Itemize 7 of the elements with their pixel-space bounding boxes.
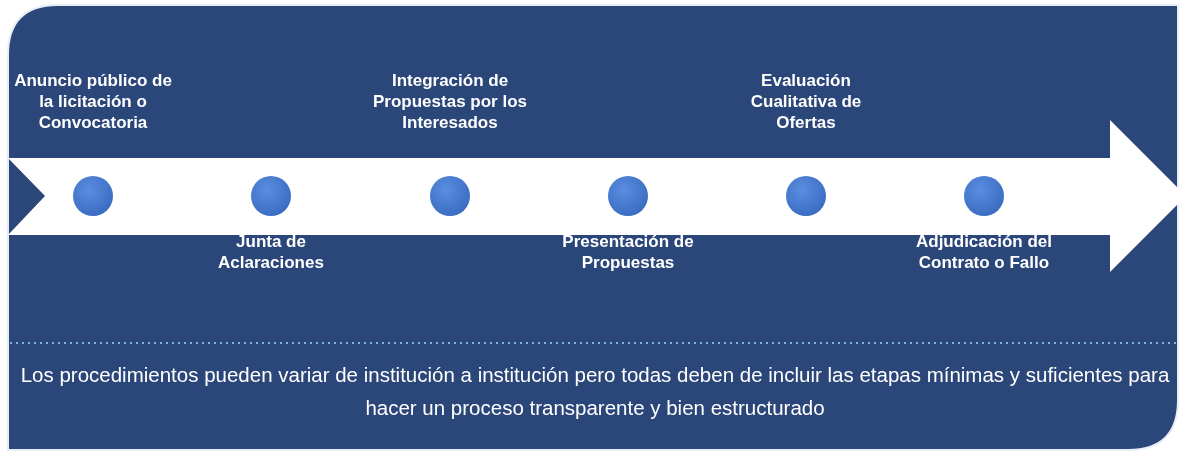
stage-label: Junta de Aclaraciones	[217, 231, 325, 273]
note-text: Los procedimientos pueden variar de institución a institución pero todas deben de incluir las etapas mínimas y suficientes para hacer un proceso transparente y bien estructurado	[20, 362, 1170, 421]
stage-label: Evaluación Cualitativa de Ofertas	[749, 70, 863, 133]
stage-label: Adjudicación del Contrato o Fallo	[915, 231, 1053, 273]
stage-label: Anuncio público de la licitación o Convocatoria	[13, 70, 173, 133]
stage-label: Presentación de Propuestas	[561, 231, 695, 273]
stage-label: Integración de Propuestas por los Interesados	[372, 70, 528, 133]
